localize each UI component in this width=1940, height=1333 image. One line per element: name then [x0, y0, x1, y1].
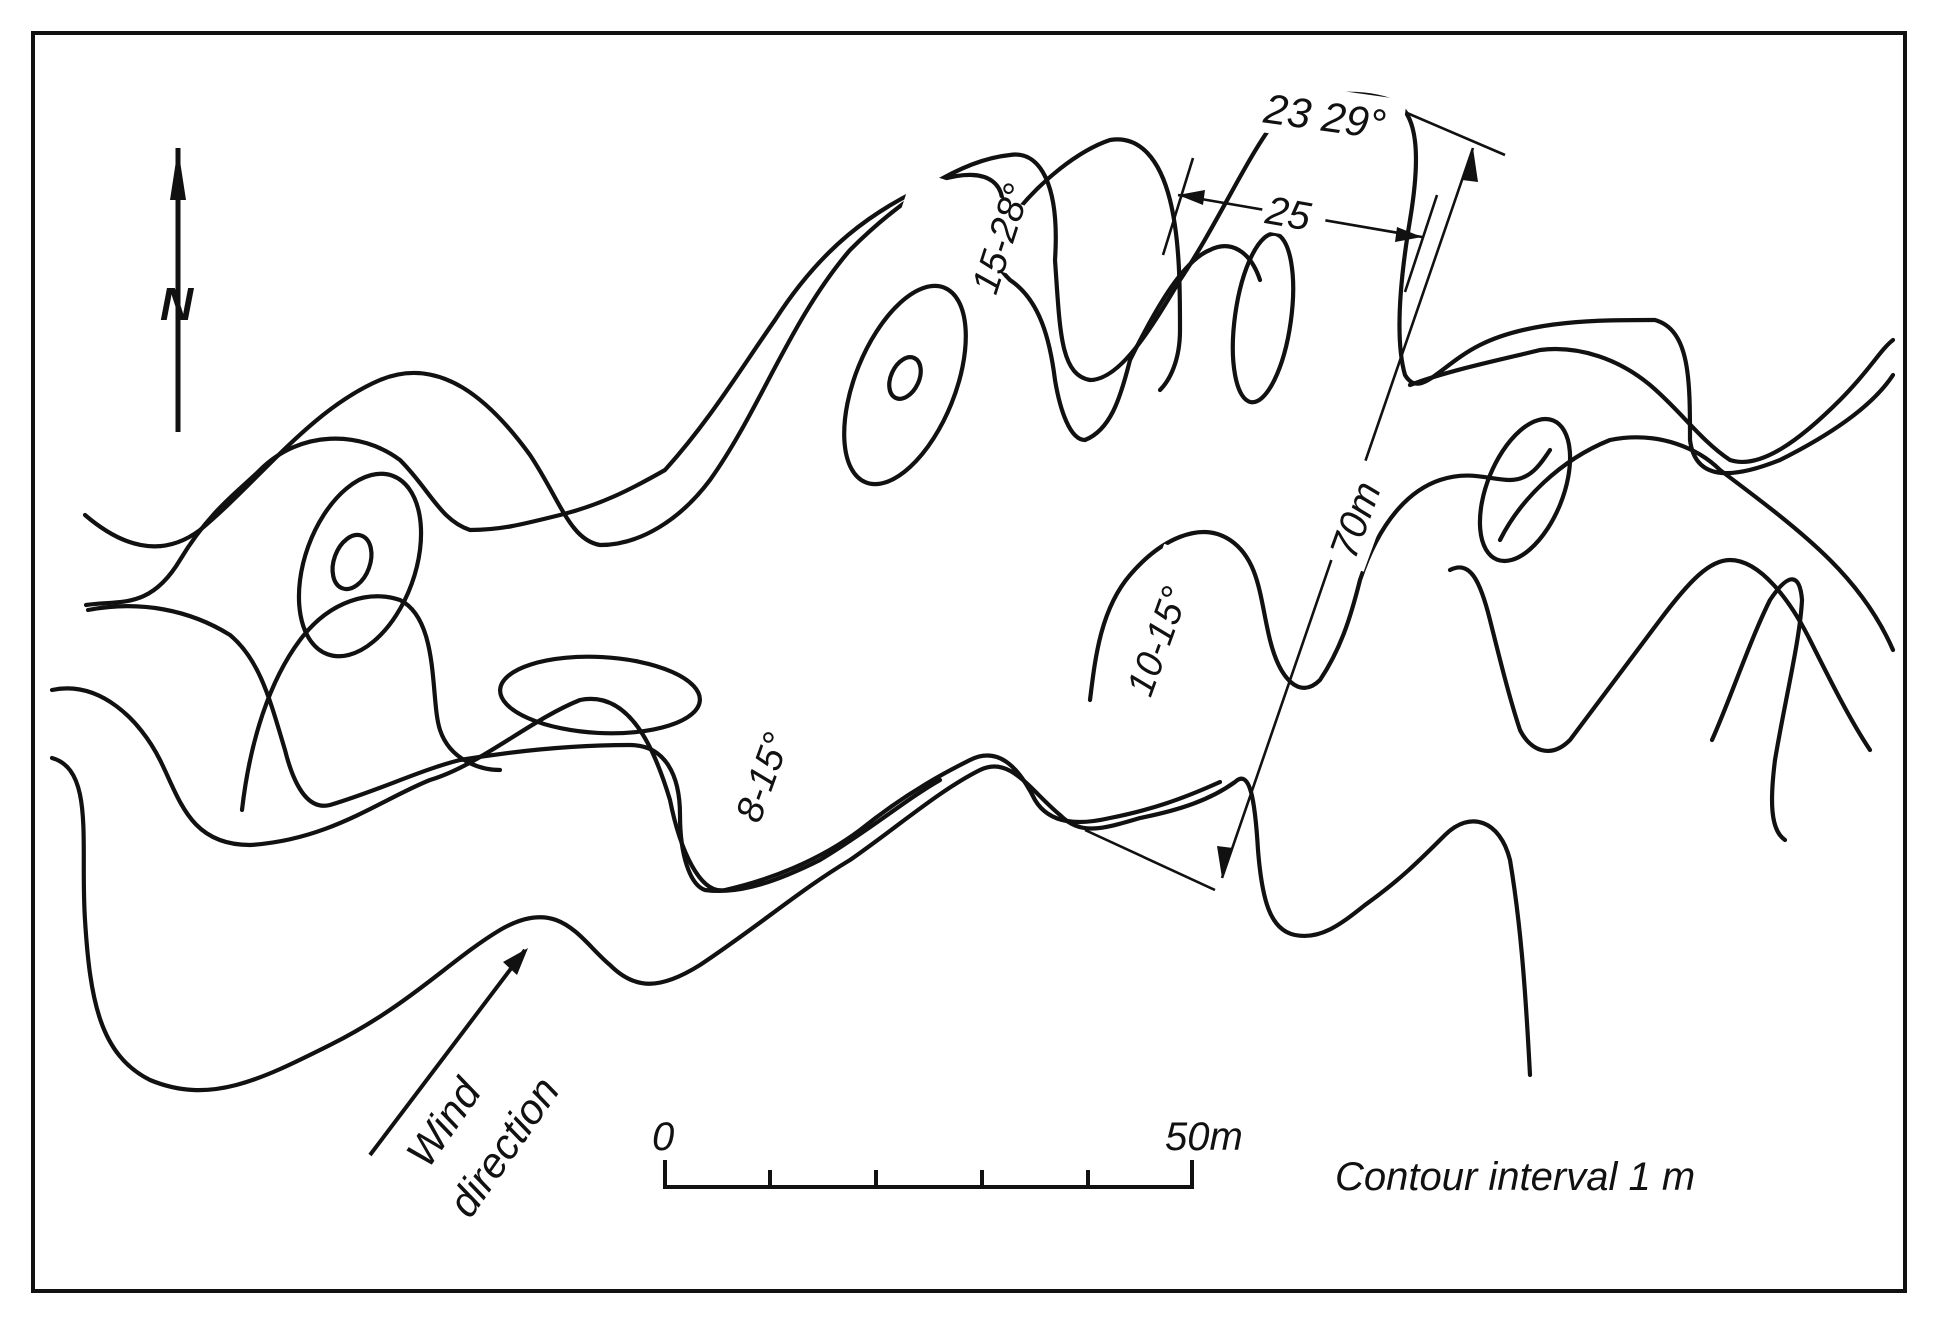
contour-line: [49, 686, 1223, 893]
slope-label-crest-a: 15-28°: [892, 169, 1039, 299]
contour-line: [85, 604, 943, 894]
closed-contour: [1477, 416, 1573, 564]
contour-line: [1407, 337, 1896, 464]
scale-end-label: 50m: [1165, 1115, 1243, 1159]
contour-line: [1007, 137, 1183, 393]
contour-line: [82, 91, 1896, 549]
contour-line: [49, 755, 1533, 1093]
crest-width-label: 25: [1258, 186, 1330, 242]
north-arrow: [170, 148, 186, 432]
closed-contour: [887, 355, 923, 401]
contour-line: [1447, 557, 1873, 753]
slope-label-crest-b: 23 29°: [1259, 80, 1407, 152]
contour-line: [1497, 435, 1896, 653]
closed-contour: [296, 471, 424, 659]
closed-contour: [1230, 231, 1296, 405]
dune-length-label: 70m: [1314, 455, 1400, 572]
closed-contour: [498, 654, 702, 736]
svg-text:25: 25: [1261, 188, 1314, 239]
slope-label-trough-a: 8-15°: [719, 674, 821, 834]
contour-line: [1087, 447, 1553, 703]
scale-start-label: 0: [652, 1115, 674, 1159]
contour-line: [239, 594, 503, 813]
wind-direction-arrow: [368, 948, 528, 1157]
scale-bar: [663, 1160, 1194, 1189]
contour-interval-label: Contour interval 1 m: [1335, 1155, 1695, 1199]
map-frame: [31, 31, 1907, 1293]
north-label: N: [160, 278, 194, 330]
slope-label-trough-b: 10-15°: [1111, 543, 1214, 708]
closed-contour: [330, 532, 374, 592]
contour-line: [83, 173, 1263, 608]
closed-contour: [842, 283, 968, 487]
contour-line: [1709, 577, 1805, 843]
contour-lines: [49, 91, 1896, 1093]
